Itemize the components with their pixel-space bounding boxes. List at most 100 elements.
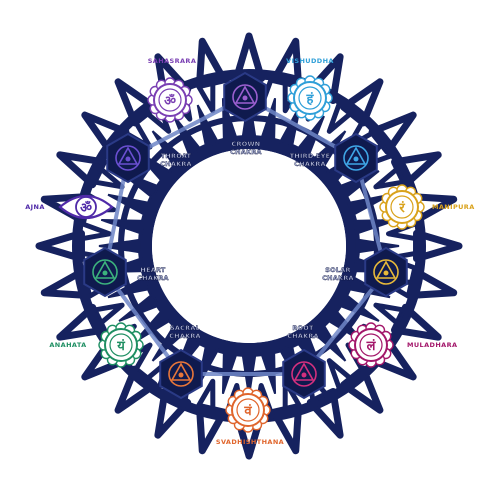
sahasrara-lotus-icon: ॐ [147, 77, 193, 123]
outer-chakra-name: AJNA [25, 203, 45, 211]
outer-chakra-svadhishthana: वं SVADHISHTHANA [216, 387, 284, 446]
inner-label-line2: CHAKRA [160, 160, 192, 168]
inner-label-line1: SOLAR [325, 266, 350, 274]
inner-label-line1: CROWN [232, 140, 261, 148]
sacral-chakra-node-icon [159, 348, 203, 400]
crown-chakra-node-icon [223, 71, 267, 123]
mandala-spoke [100, 218, 146, 235]
node-triangle [117, 146, 139, 165]
node-dot [353, 156, 359, 162]
mandala-spoke [260, 97, 277, 143]
chakra-glyph: लं [366, 338, 377, 354]
mandala-arch [326, 97, 358, 134]
manipura-lotus-icon: रं [379, 184, 425, 230]
node-ring [168, 361, 194, 387]
inner-label-line2: CHAKRA [322, 274, 354, 282]
anahata-lotus-icon: यं [98, 322, 144, 368]
chakra-glyph: ॐ [80, 200, 92, 216]
outer-chakra-vishuddha: हं VISHUDDHA [286, 57, 334, 121]
mandala-arch [87, 302, 125, 329]
inner-label-line2: CHAKRA [287, 332, 319, 340]
mandala-spoke [196, 104, 220, 149]
chakra-glyph: हं [306, 91, 315, 107]
node-ring [115, 145, 141, 171]
inner-label-line1: THIRD EYE [290, 152, 331, 160]
node-ring [343, 145, 369, 171]
node-dot [178, 372, 184, 378]
mandala-arch [74, 219, 113, 243]
outer-chakra-name: ANAHATA [49, 341, 86, 349]
outer-chakra-name: MANIPURA [432, 203, 475, 211]
outer-chakra-ajna: ॐ AJNA [25, 194, 114, 220]
mandala-inner-band [138, 135, 360, 357]
outer-chakra-name: SVADHISHTHANA [216, 438, 284, 446]
inner-label-line2: CHAKRA [230, 148, 262, 156]
node-triangle [375, 260, 397, 279]
inner-label-line2: CHAKRA [169, 332, 201, 340]
mandala-spoke [151, 322, 187, 362]
node-triangle [94, 260, 116, 279]
mandala-center [152, 149, 346, 343]
vishuddha-lotus-icon: हं [287, 75, 333, 121]
node-dot [242, 95, 248, 101]
node-triangle [234, 85, 256, 104]
mandala-arch [87, 163, 125, 190]
ajna-eye-icon: ॐ [58, 194, 114, 220]
node-triangle [293, 362, 315, 381]
chakra-glyph: रं [398, 200, 405, 216]
mandala-arch [282, 378, 305, 417]
mandala-spoke [133, 308, 173, 344]
mandala-arch [326, 358, 358, 395]
svadhishthana-lotus-icon: वं [225, 387, 271, 433]
mandala-arch [193, 75, 216, 114]
node-dot [125, 156, 131, 162]
outer-chakra-name: MULADHARA [407, 341, 457, 349]
root-chakra-node-icon [282, 348, 326, 400]
chakra-glyph: यं [116, 338, 125, 354]
mandala-spoke [98, 238, 143, 254]
third-eye-chakra-node-icon [334, 132, 378, 184]
node-dot [301, 372, 307, 378]
throat-chakra-node-icon [106, 132, 150, 184]
outer-chakras: ॐ SAHASRARA हं VISHUDDHA रं MANIPURA लं MULADHA… [25, 57, 474, 446]
mandala-spoke [173, 115, 203, 158]
heart-chakra-node-icon [83, 246, 127, 298]
node-triangle [170, 362, 192, 381]
node-dot [383, 270, 389, 276]
node-ring [92, 259, 118, 285]
mandala-arch [373, 302, 411, 329]
node-dot [102, 270, 108, 276]
solar-chakra-node-icon [364, 246, 408, 298]
mandala-arch [193, 378, 216, 417]
inner-label-line2: CHAKRA [137, 274, 169, 282]
outer-chakra-muladhara: लं MULADHARA [348, 322, 457, 368]
mandala-spoke [118, 292, 161, 322]
inner-label-line1: THROAT [161, 152, 192, 160]
chakra-glyph: वं [243, 403, 252, 419]
inner-label-line1: ROOT [292, 324, 314, 332]
outer-chakra-name: VISHUDDHA [286, 57, 334, 65]
mandala-arch [373, 163, 411, 190]
node-ring [232, 84, 258, 110]
outer-chakra-name: SAHASRARA [148, 57, 197, 65]
node-triangle [345, 146, 367, 165]
outer-chakra-sahasrara: ॐ SAHASRARA [147, 57, 197, 123]
inner-label-line2: CHAKRA [294, 160, 326, 168]
muladhara-lotus-icon: लं [348, 322, 394, 368]
chakra-nodes [83, 71, 408, 400]
inner-label-line1: SACRAL [170, 324, 200, 332]
outer-chakra-anahata: यं ANAHATA [49, 322, 144, 368]
node-ring [373, 259, 399, 285]
chakra-glyph: ॐ [164, 93, 176, 109]
outer-chakra-manipura: रं MANIPURA [379, 184, 475, 230]
inner-label-line1: HEART [140, 266, 165, 274]
